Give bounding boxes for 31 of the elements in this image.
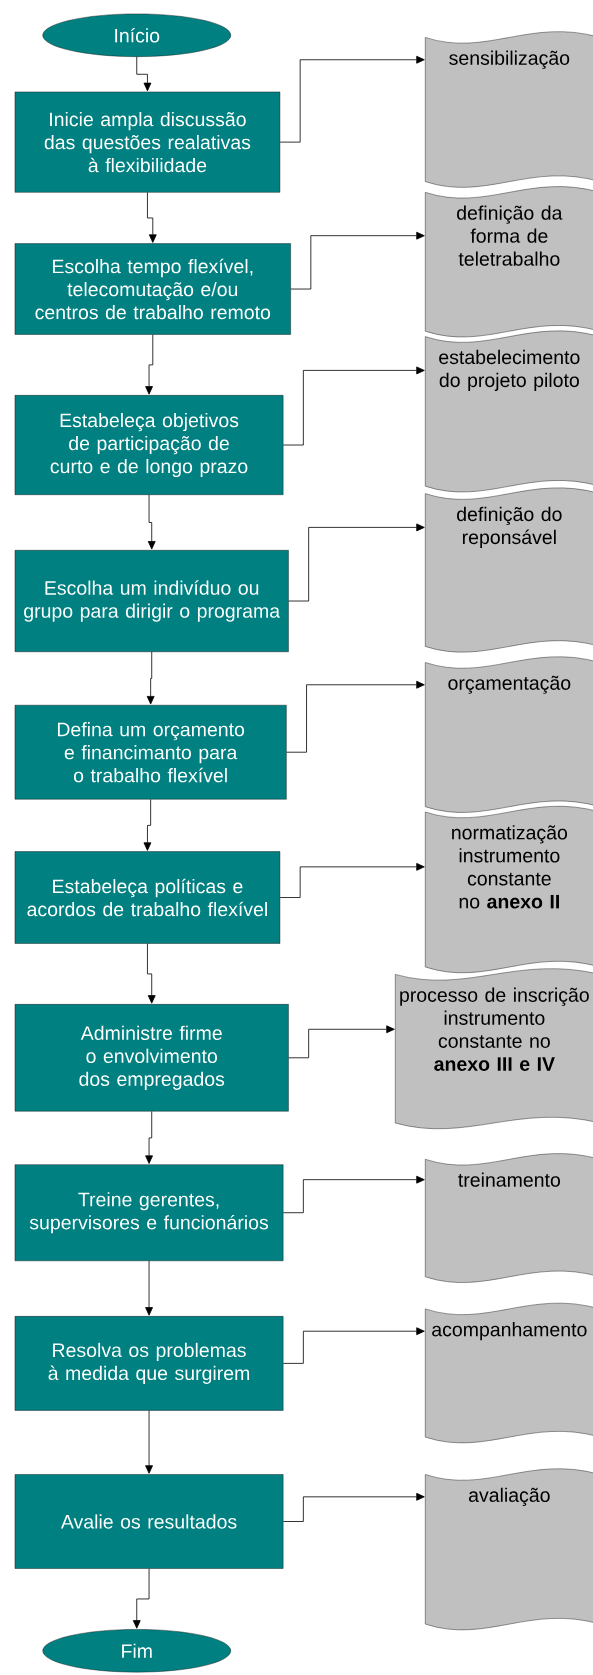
arrow — [147, 943, 156, 1004]
arrow — [147, 192, 157, 243]
arrow — [147, 494, 156, 550]
arrow — [286, 680, 425, 753]
arrow — [279, 863, 425, 898]
arrow — [282, 366, 425, 446]
process-box: Escolha um indivíduo ou grupo para dirigir o programa — [14, 550, 289, 652]
arrow — [143, 799, 152, 851]
process-box: Treine gerentes, supervisores e funcionários — [14, 1164, 284, 1261]
process-box: Inicie ampla discussão das questões realativas à flexibilidade — [14, 91, 281, 193]
process-box: Administre firme o envolvimento dos empregados — [14, 1004, 289, 1112]
arrow — [282, 1175, 425, 1214]
arrow — [288, 1025, 395, 1059]
arrow — [282, 1492, 425, 1522]
process-box: Estabeleça objetivos de participação de curto e de longo prazo — [14, 395, 284, 495]
arrow — [282, 1327, 425, 1364]
arrow — [145, 1260, 153, 1316]
process-box: Defina um orçamento e financimanto para o trabalho flexível — [14, 705, 287, 800]
process-box: Estabeleça políticas e acordos de trabalho flexível — [14, 851, 281, 944]
arrow — [145, 1410, 153, 1474]
arrow — [145, 1111, 153, 1164]
process-box: Escolha tempo flexível, telecomutação e/ou centros de trabalho remoto — [14, 243, 291, 335]
process-box: Resolva os problemas à medida que surgirem — [14, 1316, 284, 1411]
arrow — [145, 334, 154, 395]
process-box: Avalie os resultados — [14, 1474, 284, 1569]
arrow — [132, 1568, 150, 1629]
arrow — [136, 56, 152, 92]
arrow — [279, 55, 425, 143]
arrow — [288, 523, 425, 602]
arrow — [146, 651, 155, 705]
arrow — [290, 231, 425, 290]
